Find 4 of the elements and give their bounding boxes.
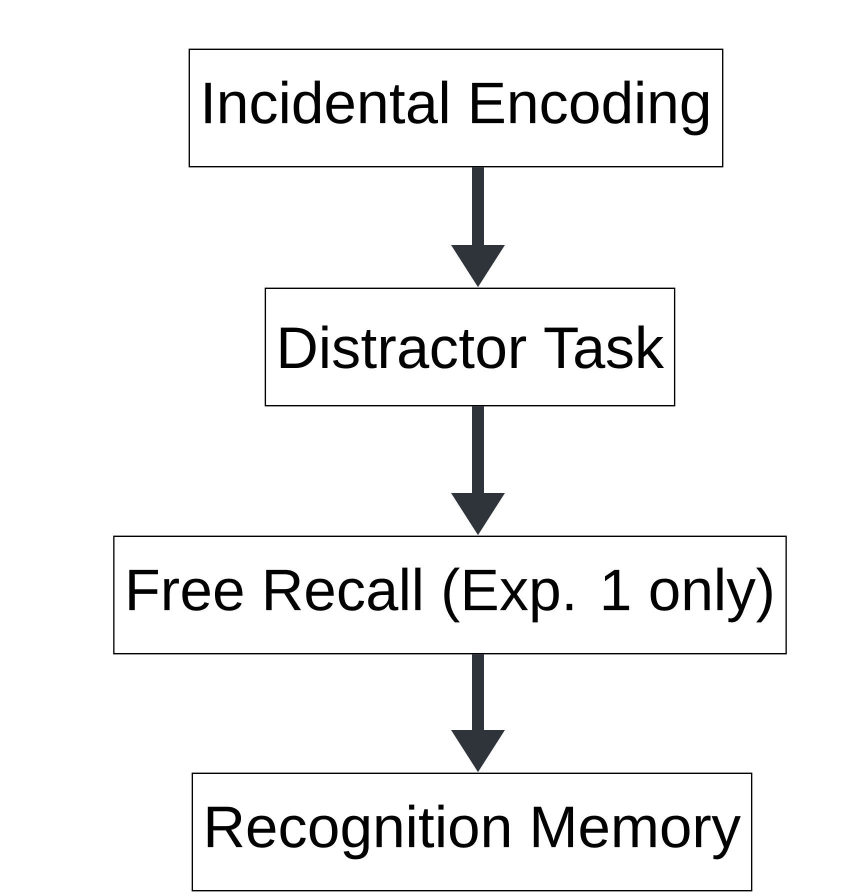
process-box: Recognition Memory (192, 772, 752, 892)
process-box: Free Recall (Exp. 1 only) (113, 536, 787, 654)
process-box: Distractor Task (264, 288, 676, 406)
process-box: Incidental Encoding (188, 48, 724, 168)
